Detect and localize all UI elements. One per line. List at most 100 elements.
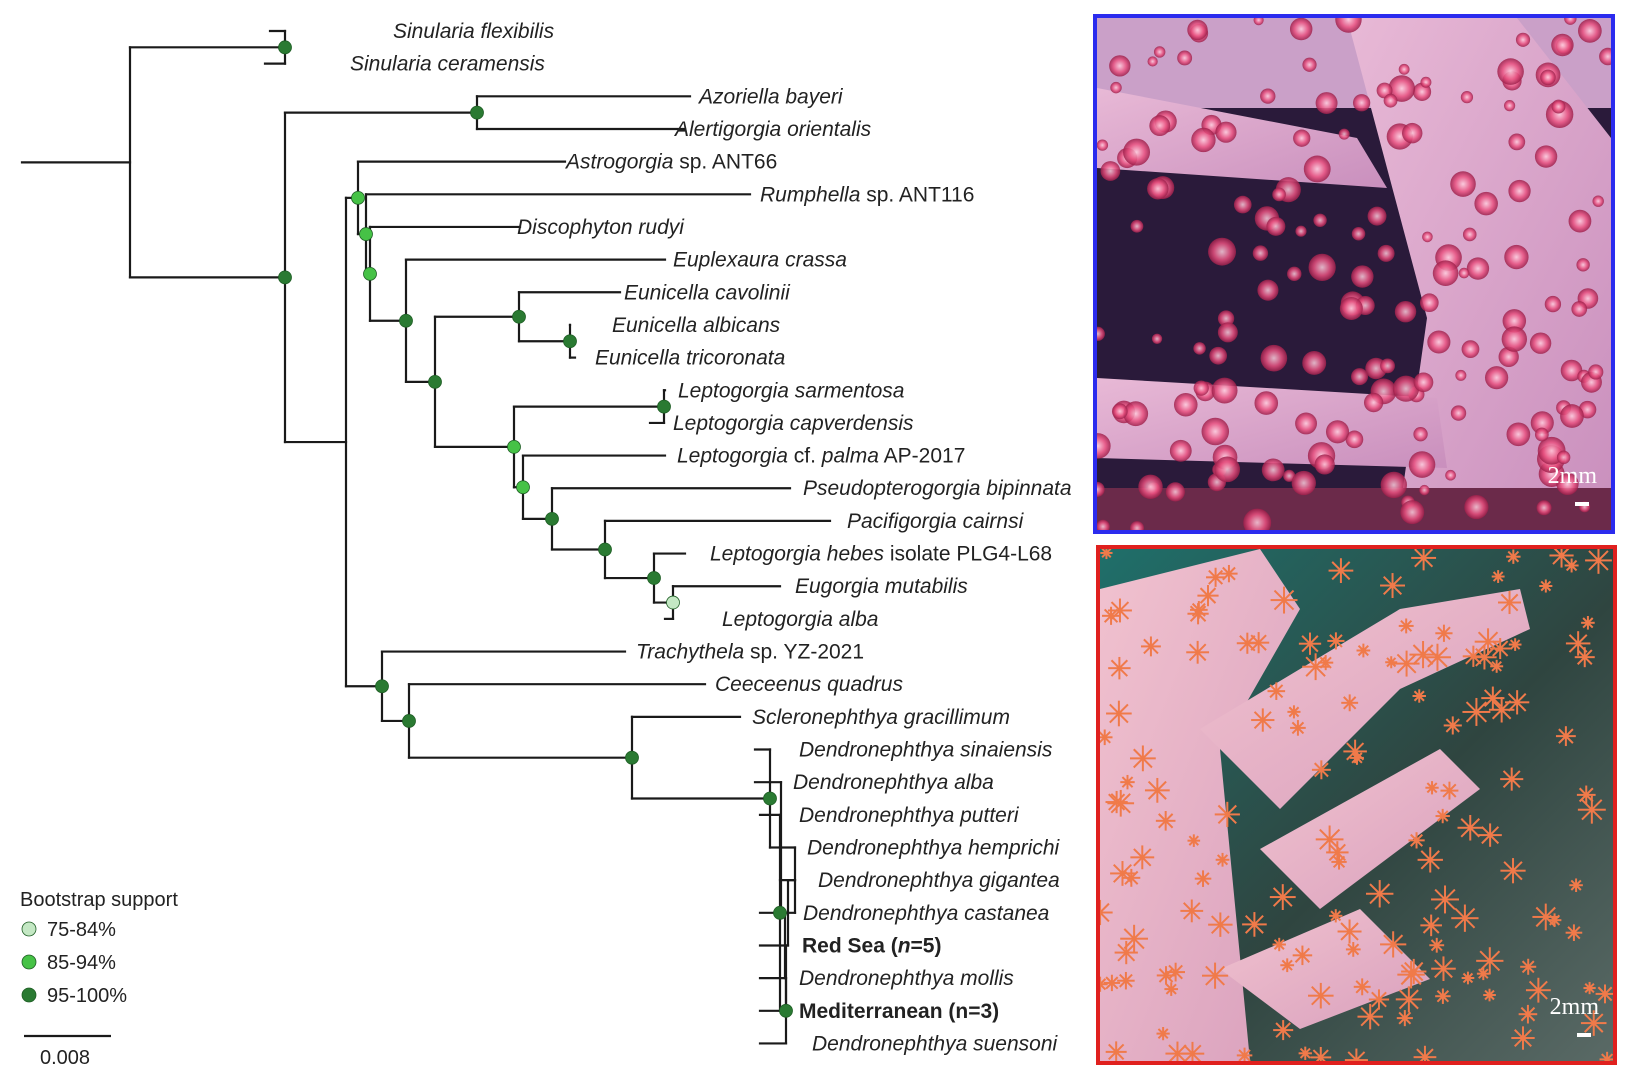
polyp-tentacle — [1489, 960, 1501, 972]
polyp-tentacle — [1222, 572, 1230, 581]
polyp-tentacle — [1430, 917, 1440, 927]
coral-polyp — [1108, 656, 1131, 680]
polyp-tentacle — [1508, 601, 1519, 612]
polyp-tentacle — [1581, 799, 1593, 811]
taxon-label: Alertigorgia orientalis — [673, 118, 872, 141]
polyp-tentacle — [1442, 959, 1453, 970]
polyp-tentacle — [1489, 950, 1501, 962]
coral-polyp — [1549, 549, 1574, 568]
polyp-tentacle — [1516, 693, 1527, 704]
coral-polyp — [1110, 81, 1122, 94]
coral-polyp — [1488, 697, 1515, 723]
polyp-tentacle — [1430, 924, 1440, 934]
coral-polyp — [1525, 977, 1551, 1003]
coral-polyp — [1506, 422, 1531, 447]
polyp-tentacle — [1378, 998, 1387, 1008]
taxon-label: Leptogorgia capverdensis — [673, 412, 914, 435]
coral-polyp — [1431, 956, 1456, 981]
taxon-label: Astrogorgia sp. ANT66 — [564, 151, 777, 174]
coral-polyp — [1302, 350, 1327, 375]
coral-polyp — [1097, 433, 1111, 459]
polyp-tentacle — [1354, 742, 1365, 753]
polyp-tentacle — [1164, 813, 1174, 822]
coral-polyp — [1149, 115, 1171, 137]
polyp-tentacle — [1492, 697, 1502, 707]
polyp-tentacle — [1115, 1043, 1125, 1053]
coral-polyp — [1540, 69, 1556, 86]
coral-polyp — [1498, 346, 1519, 368]
coral-polyp — [1429, 937, 1445, 953]
coral-polyp — [1440, 781, 1459, 800]
polyp-tentacle — [1528, 989, 1540, 1000]
taxon-label-part: alba — [948, 771, 994, 794]
polyp-tentacle — [1346, 750, 1356, 761]
polyp-tentacle — [1483, 689, 1494, 699]
coral-polyp — [1156, 966, 1176, 985]
taxon-label-part: ANT66 — [707, 151, 777, 174]
polyp-tentacle — [1319, 838, 1331, 850]
coral-polyp — [1377, 244, 1395, 262]
coral-polyp — [1351, 227, 1366, 241]
polyp-tentacle — [1228, 572, 1236, 581]
polyp-tentacle — [1577, 642, 1588, 653]
polyp-tentacle — [1183, 902, 1193, 912]
coral-polyp — [1396, 1010, 1413, 1027]
coral-polyp — [1397, 960, 1425, 989]
legend-swatch-85-94 — [21, 954, 37, 970]
polyp-tentacle — [1278, 939, 1285, 946]
polyp-tentacle — [1320, 762, 1329, 771]
taxon-label-part: sinaiensis — [954, 739, 1053, 762]
polyp-tentacle — [1434, 967, 1445, 979]
polyp-tentacle — [1197, 605, 1207, 615]
taxon-label-part: Ceeceenus — [715, 673, 822, 696]
polyp-tentacle — [1165, 974, 1174, 983]
coral-polyp — [1341, 694, 1359, 712]
taxon-label: Ceeceenus quadrus — [715, 673, 903, 696]
coral-polyp — [1180, 899, 1204, 923]
polyp-tentacle — [1105, 549, 1112, 554]
coral-polyp — [1155, 810, 1176, 831]
polyp-tentacle — [1272, 887, 1284, 898]
polyp-tentacle — [1552, 554, 1563, 565]
polyp-tentacle — [1378, 991, 1387, 1001]
coral-polyp — [1394, 300, 1417, 323]
taxon-label-part: Mediterranean (n=3) — [799, 1000, 999, 1023]
polyp-tentacle — [1320, 994, 1331, 1006]
coral-polyp — [1114, 940, 1138, 965]
coral-polyp — [1272, 187, 1286, 202]
polyp-tentacle — [1196, 643, 1207, 653]
polyp-tentacle — [1111, 976, 1119, 984]
taxon-label: Dendronephthya hemprichi — [807, 837, 1061, 860]
coral-polyp — [1303, 155, 1331, 183]
coral-polyp — [1497, 58, 1524, 85]
coral-polyp — [1214, 801, 1240, 828]
polyp-tentacle — [1482, 968, 1489, 975]
taxon-label-part: orientalis — [781, 118, 871, 141]
coral-polyp — [1352, 94, 1371, 112]
polyp-tentacle — [1593, 1013, 1604, 1024]
polyp-tentacle — [1313, 762, 1323, 771]
polyp-tentacle — [1442, 783, 1451, 792]
coral-polyp — [1534, 427, 1549, 442]
coral-polyp — [1490, 659, 1504, 673]
polyp-tentacle — [1100, 902, 1110, 914]
polyp-tentacle — [1477, 640, 1489, 652]
polyp-tentacle — [1491, 709, 1503, 720]
coral-polyp — [1501, 326, 1527, 352]
legend-label-95-100: 95-100% — [47, 985, 127, 1007]
polyp-tentacle — [1500, 593, 1511, 604]
coral-polyp — [1461, 971, 1475, 985]
polyp-tentacle — [1499, 647, 1509, 657]
polyp-tentacle — [1253, 719, 1264, 729]
polyp-tentacle — [1583, 1022, 1595, 1033]
coral-polyp — [1395, 986, 1422, 1013]
polyp-tentacle — [1109, 712, 1120, 724]
coral-polyp — [1107, 789, 1135, 817]
polyp-tentacle — [1214, 576, 1224, 585]
taxon-label-part: Dendronephthya — [793, 771, 948, 794]
polyp-tentacle — [1489, 834, 1500, 845]
coral-polyp — [1423, 643, 1452, 671]
polyp-tentacle — [1108, 1043, 1117, 1053]
polyp-tentacle — [1123, 928, 1135, 940]
